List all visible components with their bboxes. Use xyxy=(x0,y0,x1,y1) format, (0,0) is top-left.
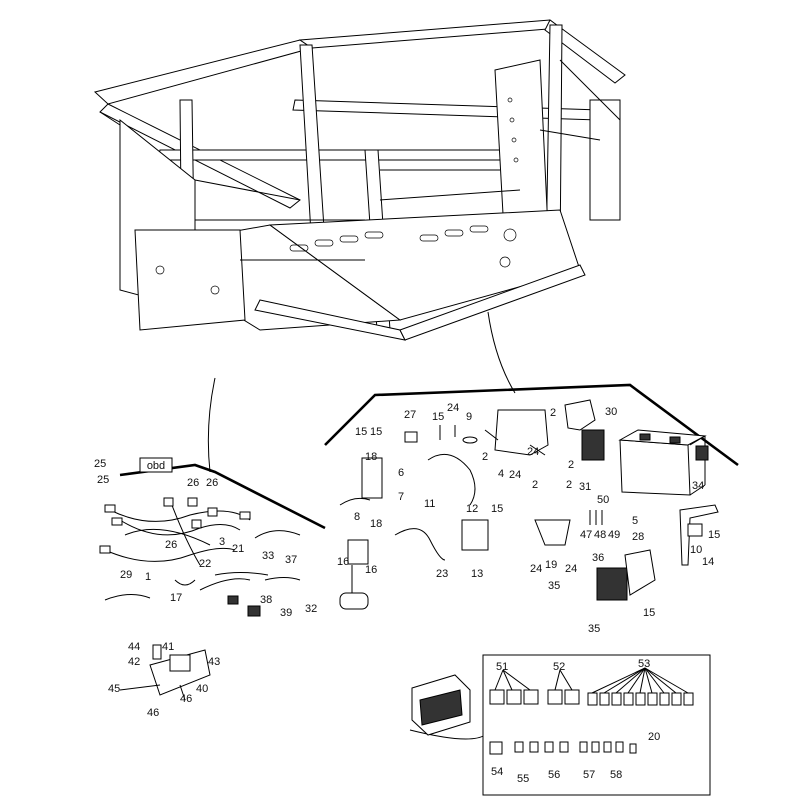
callout-24: 24 xyxy=(447,402,459,414)
callout-25: 25 xyxy=(94,458,106,470)
callout-4: 4 xyxy=(498,468,504,480)
callout-46: 46 xyxy=(147,707,159,719)
callout-7: 7 xyxy=(398,491,404,503)
callout-27: 27 xyxy=(404,409,416,421)
callout-14: 14 xyxy=(702,556,714,568)
callout-15: 15 xyxy=(370,426,382,438)
callout-16: 16 xyxy=(337,556,349,568)
callout-20: 20 xyxy=(648,731,660,743)
callout-35: 35 xyxy=(588,623,600,635)
callout-46: 46 xyxy=(180,693,192,705)
callout-15: 15 xyxy=(643,607,655,619)
callout-36: 36 xyxy=(592,552,604,564)
callout-12: 12 xyxy=(466,503,478,515)
callout-3: 3 xyxy=(219,536,225,548)
callout-18: 18 xyxy=(370,518,382,530)
callout-30: 30 xyxy=(605,406,617,418)
callout-54: 54 xyxy=(491,766,503,778)
callout-2: 2 xyxy=(566,479,572,491)
callout-29: 29 xyxy=(120,569,132,581)
callout-21: 21 xyxy=(232,543,244,555)
callout-22: 22 xyxy=(199,558,211,570)
callout-43: 43 xyxy=(208,656,220,668)
callout-55: 55 xyxy=(517,773,529,785)
callout-5: 5 xyxy=(632,515,638,527)
callout-31: 31 xyxy=(579,481,591,493)
callout-24: 24 xyxy=(530,563,542,575)
callout-6: 6 xyxy=(398,467,404,479)
callout-41: 41 xyxy=(162,641,174,653)
callout-44: 44 xyxy=(128,641,140,653)
callout-10: 10 xyxy=(690,544,702,556)
callout-50: 50 xyxy=(597,494,609,506)
callout-24: 24 xyxy=(509,469,521,481)
callout-40: 40 xyxy=(196,683,208,695)
callout-18: 18 xyxy=(365,451,377,463)
callout-28: 28 xyxy=(632,531,644,543)
callout-49: 49 xyxy=(608,529,620,541)
wiring-harness xyxy=(99,497,301,617)
callout-47: 47 xyxy=(580,529,592,541)
callout-26: 26 xyxy=(187,477,199,489)
callout-58: 58 xyxy=(610,769,622,781)
callout-17: 17 xyxy=(170,592,182,604)
obd-label-box: obd xyxy=(139,457,173,473)
fuse-holder xyxy=(119,644,211,701)
callout-25: 25 xyxy=(97,474,109,486)
callout-51: 51 xyxy=(496,661,508,673)
callout-13: 13 xyxy=(471,568,483,580)
callout-53: 53 xyxy=(638,658,650,670)
callout-32: 32 xyxy=(305,603,317,615)
callout-labels: 1 2 2 2 2 2 3 4 5 6 7 8 9 10 11 12 13 14… xyxy=(94,402,720,785)
callout-39: 39 xyxy=(280,607,292,619)
sensor-modules xyxy=(339,425,489,610)
callout-33: 33 xyxy=(262,550,274,562)
callout-57: 57 xyxy=(583,769,595,781)
callout-37: 37 xyxy=(285,554,297,566)
callout-11: 11 xyxy=(424,498,435,510)
battery-area xyxy=(534,399,719,601)
callout-38: 38 xyxy=(260,594,272,606)
callout-2: 2 xyxy=(532,479,538,491)
callout-15: 15 xyxy=(708,529,720,541)
callout-23: 23 xyxy=(436,568,448,580)
callout-2: 2 xyxy=(568,459,574,471)
callout-2: 2 xyxy=(550,407,556,419)
chassis-frame xyxy=(93,19,626,341)
callout-34: 34 xyxy=(692,480,704,492)
relay-fuse-box xyxy=(411,654,711,796)
callout-19: 19 xyxy=(545,559,557,571)
obd-label: obd xyxy=(147,460,165,472)
control-unit xyxy=(484,409,549,456)
callout-15: 15 xyxy=(491,503,503,515)
callout-26: 26 xyxy=(165,539,177,551)
callout-15: 15 xyxy=(355,426,367,438)
callout-56: 56 xyxy=(548,769,560,781)
callout-48: 48 xyxy=(594,529,606,541)
callout-42: 42 xyxy=(128,656,140,668)
callout-8: 8 xyxy=(354,511,360,523)
callout-45: 45 xyxy=(108,683,120,695)
callout-24: 24 xyxy=(565,563,577,575)
callout-52: 52 xyxy=(553,661,565,673)
callout-1: 1 xyxy=(145,571,151,583)
callout-16: 16 xyxy=(365,564,377,576)
callout-15: 15 xyxy=(432,411,444,423)
callout-24: 24 xyxy=(527,446,539,458)
callout-35: 35 xyxy=(548,580,560,592)
callout-26: 26 xyxy=(206,477,218,489)
callout-9: 9 xyxy=(466,411,472,423)
callout-2: 2 xyxy=(482,451,488,463)
